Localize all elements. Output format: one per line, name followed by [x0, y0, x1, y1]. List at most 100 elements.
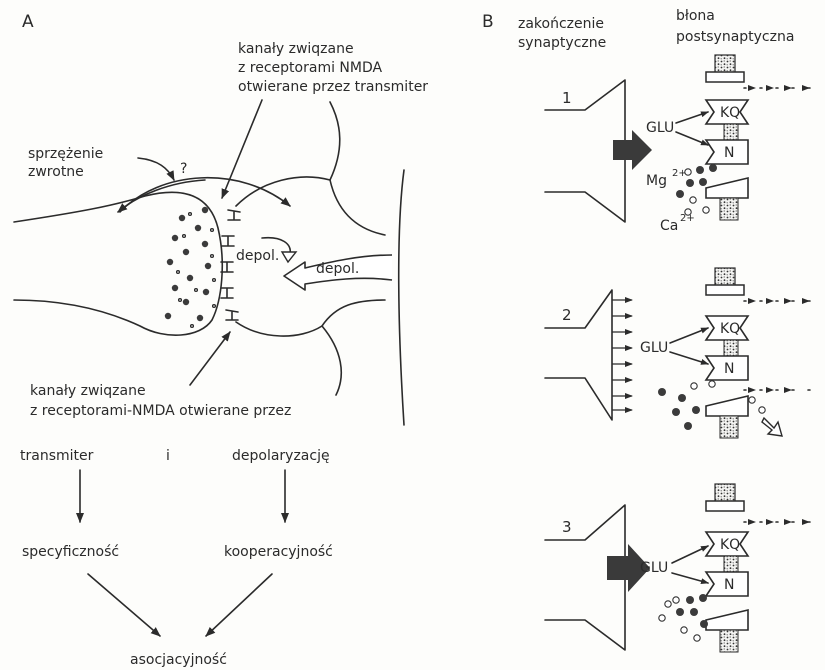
depol-inner-arrowhead [282, 252, 296, 262]
membrane-label-line-1: błona [676, 8, 715, 24]
mg-ion [696, 166, 704, 174]
ca-ion [691, 383, 697, 389]
ca-ion [673, 597, 679, 603]
postsynaptic-spine-lower [236, 322, 341, 395]
vesicle [202, 207, 208, 213]
ca-ion [685, 209, 691, 215]
mg-block [706, 610, 748, 630]
speck [211, 229, 214, 232]
state-1: 1 KQ N GLU [545, 55, 816, 234]
nmda-top-label-line-2: z receptorami NMDA [238, 60, 383, 76]
mg-ion [686, 596, 694, 604]
speck [179, 299, 182, 302]
mg-ion [692, 406, 700, 414]
kq-label: KQ [720, 321, 740, 337]
mg-ion [678, 394, 686, 402]
cooperativity-to-associativity-arrow [206, 574, 272, 636]
current-arrowheads [748, 298, 810, 304]
speck [183, 235, 186, 238]
mg-charge: 2+ [672, 168, 687, 179]
nmda-channel [720, 416, 738, 438]
terminal-label-line-1: zakończenie [518, 16, 604, 32]
feedback-question-mark: ? [180, 161, 187, 177]
postsynaptic-spine-upper [236, 102, 340, 206]
speck [211, 255, 214, 258]
nmda-bottom-arrow [190, 332, 230, 385]
depol-outer-label: depol. [316, 261, 359, 277]
mg-ion [684, 422, 692, 430]
mg-ion [676, 190, 684, 198]
vesicle [205, 263, 211, 269]
glu-label: GLU [640, 340, 668, 356]
speck [191, 325, 194, 328]
cooperativity-label: kooperacyjność [224, 544, 333, 560]
kq-label: KQ [720, 537, 740, 553]
ions [659, 594, 708, 641]
glu-to-n-arrow [670, 352, 708, 364]
kq-label: KQ [720, 105, 740, 121]
specificity-to-associativity-arrow [88, 574, 160, 636]
channel-mark [228, 210, 240, 220]
mg-block [706, 178, 748, 198]
channel-mark [226, 310, 238, 320]
channel-mark [222, 236, 234, 246]
receptor-cap [706, 501, 744, 511]
vesicle [187, 275, 193, 281]
kq-channel [724, 124, 738, 140]
ca-ion [690, 197, 696, 203]
panel-a: A kanały zwiqzane z receptorami NMDA otw… [14, 12, 428, 668]
current-arrowheads [748, 85, 810, 91]
nmda-top-label-line-3: otwierane przez transmiter [238, 79, 428, 95]
vesicle [183, 299, 189, 305]
mg-ion [658, 388, 666, 396]
nmda-bottom-label-line-2: z receptorami-NMDA otwierane przez [30, 403, 291, 419]
vesicle [183, 249, 189, 255]
release-arrows [612, 300, 632, 410]
panel-a-letter: A [22, 12, 34, 32]
speck [177, 271, 180, 274]
state-number: 3 [562, 518, 572, 536]
vesicle [172, 235, 178, 241]
release-arrow [613, 130, 652, 170]
current-arrowheads [748, 519, 810, 525]
ca-ion [681, 627, 687, 633]
vesicle [195, 225, 201, 231]
channel-mark [221, 288, 233, 298]
membrane-label-line-2: postsynaptyczna [676, 29, 794, 45]
feedback-label-line-2: zwrotne [28, 164, 84, 180]
ca-influx-open-arrow [762, 418, 782, 436]
state-3: 3 KQ N GLU [545, 484, 816, 652]
nmda-top-arrow [222, 100, 262, 198]
dendrite-shaft [399, 170, 404, 425]
ca-ion [709, 381, 715, 387]
spine-neck-upper [330, 180, 385, 235]
nmda-channel [720, 198, 738, 220]
n-label: N [724, 361, 734, 377]
ca-ion [694, 635, 700, 641]
ca-label: Ca [660, 218, 678, 234]
glu-to-kq-arrow [670, 328, 708, 343]
kq-channel [724, 556, 738, 572]
and-label: i [166, 448, 170, 464]
mg-ion [676, 608, 684, 616]
glu-label: GLU [646, 120, 674, 136]
speck [213, 305, 216, 308]
kq-channel [724, 340, 738, 356]
n-label: N [724, 145, 734, 161]
mg-ion [709, 164, 717, 172]
glu-to-kq-arrow [676, 112, 708, 123]
glu-to-kq-arrow [672, 546, 708, 563]
mg-ion [699, 178, 707, 186]
spine-neck-lower [322, 300, 385, 326]
vesicle [167, 259, 173, 265]
glu-to-n-arrow [672, 573, 708, 583]
transmitter-vesicles [165, 207, 211, 321]
feedback-label-line-1: sprzężenie [28, 146, 103, 162]
terminal-label-line-2: synaptyczne [518, 35, 606, 51]
mg-ion [690, 608, 698, 616]
vesicle [203, 289, 209, 295]
state-number: 2 [562, 306, 572, 324]
transmitter-label: transmiter [20, 448, 94, 464]
